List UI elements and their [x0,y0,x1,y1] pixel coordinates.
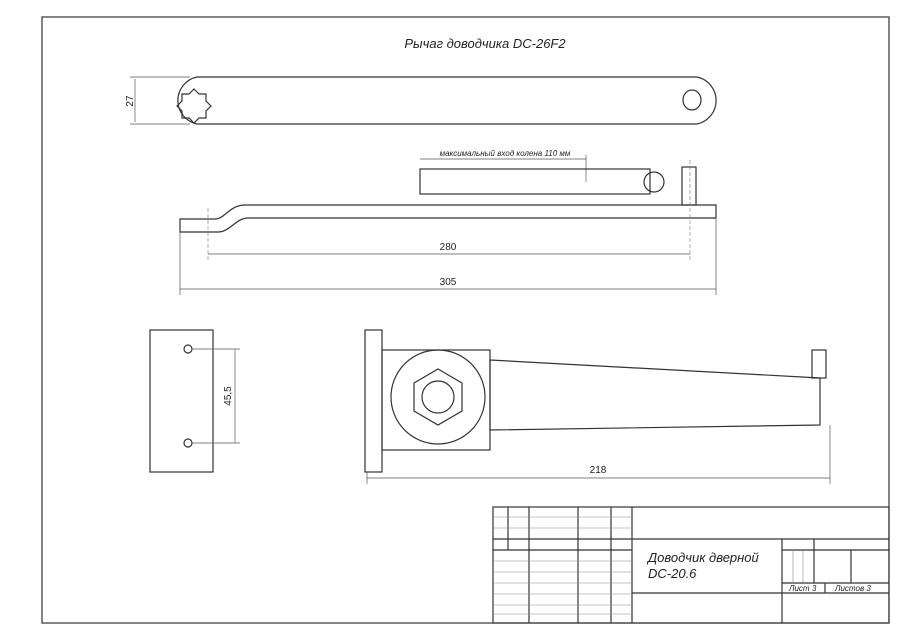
title-block: Доводчик дверной DC-20.6 Лист 3 Листов 3 [492,506,890,624]
drawing-frame [41,16,890,624]
drawing-title: Рычаг доводчика DC-26F2 [404,36,566,51]
dim-45-5: 45,5 [223,386,234,406]
dim-280: 280 [440,242,457,253]
mounting-plate: 45,5 [149,329,240,473]
title-name-line2: DC-20.6 [648,566,697,581]
title-name-line1: Доводчик дверной [646,550,759,565]
lever-side-view: максимальный вход колена 110 мм 280 305 [179,149,717,295]
sheet-count: Листов 3 [834,584,871,593]
dim-knee-label: максимальный вход колена 110 мм [440,149,571,158]
dim-305: 305 [440,277,457,288]
sheet-number: Лист 3 [788,584,817,593]
dim-27: 27 [125,95,136,107]
closer-body: 218 [364,329,831,484]
dim-218: 218 [590,465,607,476]
spline-hole [176,88,212,124]
pin-hole [682,89,702,111]
lever-top-view: 27 [125,76,717,125]
